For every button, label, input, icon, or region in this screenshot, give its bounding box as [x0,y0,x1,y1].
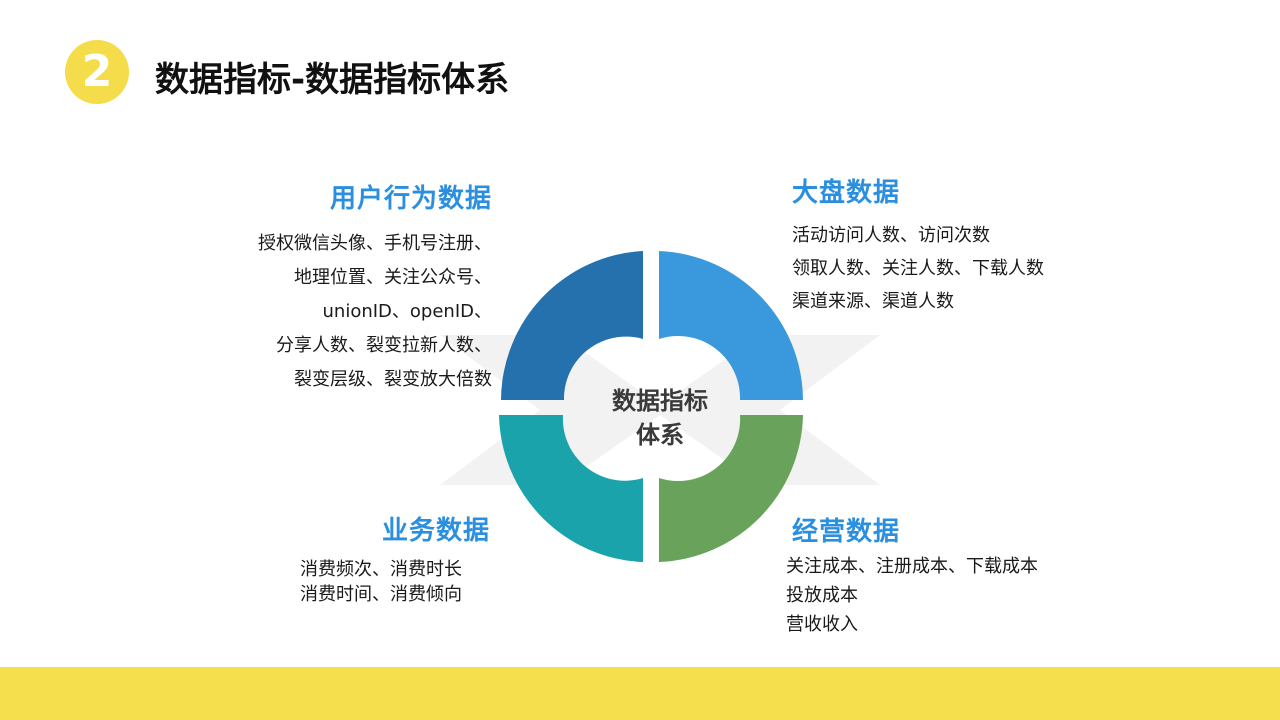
market-lines: 活动访问人数、访问次数 领取人数、关注人数、下载人数 渠道来源、渠道人数 [792,219,1112,318]
operations-title: 经营数据 [792,517,901,547]
list-item: 营收收入 [786,614,858,635]
list-item: 地理位置、关注公众号、 [294,267,492,288]
ring-segment-operations [659,415,803,562]
list-item: 授权微信头像、手机号注册、 [258,233,492,254]
list-item: 消费频次、消费时长 [300,559,462,580]
list-item: 分享人数、裂变拉新人数、 [276,335,492,356]
list-item: 领取人数、关注人数、下载人数 [792,258,1044,279]
operations-lines: 关注成本、注册成本、下载成本 投放成本 营收收入 [786,552,1106,639]
list-item: 投放成本 [786,585,858,606]
business-title: 业务数据 [381,516,490,546]
user-behavior-lines: 授权微信头像、手机号注册、 地理位置、关注公众号、 unionID、openID… [230,227,492,397]
center-label-line2: 体系 [636,421,684,449]
page-title: 数据指标-数据指标体系 [155,60,510,100]
list-item: 消费时间、消费倾向 [300,584,462,605]
section-number-badge: 2 [65,40,129,104]
indicator-ring-diagram [440,251,880,562]
business-lines: 消费频次、消费时长 消费时间、消费倾向 [270,557,490,607]
ring-segment-business [499,415,643,562]
ring-segment-market [659,251,803,400]
footer-bar [0,667,1280,720]
business-block: 业务数据 消费频次、消费时长 消费时间、消费倾向 [270,510,490,607]
market-block: 大盘数据 活动访问人数、访问次数 领取人数、关注人数、下载人数 渠道来源、渠道人… [792,172,1112,318]
list-item: 裂变层级、裂变放大倍数 [294,369,492,390]
center-label: 数据指标 体系 [600,384,720,452]
operations-block: 经营数据 关注成本、注册成本、下载成本 投放成本 营收收入 [786,511,1106,639]
list-item: 活动访问人数、访问次数 [792,225,990,246]
market-title: 大盘数据 [792,178,901,208]
ring-segment-user-behavior [501,251,643,400]
user-behavior-block: 用户行为数据 授权微信头像、手机号注册、 地理位置、关注公众号、 unionID… [230,178,492,397]
user-behavior-title: 用户行为数据 [329,184,492,214]
list-item: unionID、openID、 [322,301,493,322]
list-item: 渠道来源、渠道人数 [792,291,954,312]
center-label-line1: 数据指标 [612,387,708,415]
list-item: 关注成本、注册成本、下载成本 [786,556,1038,577]
